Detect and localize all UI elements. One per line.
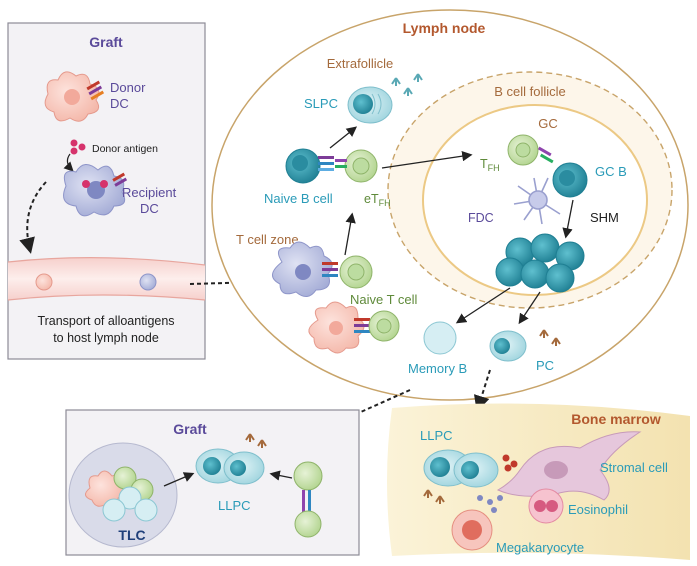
graft-antibody-icon [245,433,267,448]
gc-b-cell [552,162,588,198]
bm-llpc-label: LLPC [420,428,453,443]
pc-label: PC [536,358,554,373]
donor-antigen-label: Donor antigen [92,143,158,155]
b-to-slpc-arrow [329,126,358,149]
antigen-arrow [63,153,74,172]
recipient-dc-cell [63,164,128,217]
cluster-to-pc-arrow [518,291,541,325]
migration-arrow [19,181,47,254]
naive-b-label: Naive B cell [264,191,333,206]
t-cell-zone-label: T cell zone [236,232,299,247]
donor-dc-cell [44,71,105,122]
dc-in-lymph-node [272,241,338,297]
proliferating-b-cell-cluster [495,233,585,293]
donor-antigen-icon [70,139,86,155]
megakaryocyte-label: Megakaryocyte [496,540,584,555]
graft-t-cell [293,461,323,538]
etfh-main: eT [364,192,379,206]
stromal-cell [496,431,642,501]
graft-llpc-label: LLPC [218,498,251,513]
tzone-to-etfh-arrow [344,212,356,256]
stromal-label: Stromal cell [600,460,668,475]
pink-dc-in-lymph-node [308,301,370,354]
tlc-label: TLC [118,527,145,543]
tfh-main: T [480,157,488,171]
bm-llpc-cells [423,449,499,488]
follicle-title: B cell follicle [494,84,566,99]
t-to-llpc-arrow [269,470,293,481]
graft-bottom-title: Graft [173,421,207,437]
tfh-label: TFH [480,157,500,173]
eosinophil-cell [528,488,564,524]
etfh-sub: FH [379,198,391,208]
bone-marrow-title: Bone marrow [571,411,661,427]
fdc-cell [513,177,561,225]
transport-to-node-arrow [189,274,266,291]
pc-antibody-icon [539,329,561,346]
naive-t-cell-1 [339,255,373,289]
naive-t-label: Naive T cell [350,292,418,307]
naive-b-cell [285,148,334,184]
naive-t-cell-2 [368,310,400,342]
antibody-icon [391,73,423,96]
megakaryocyte-cell [451,509,493,551]
pc-cell [489,330,527,362]
donor-dc-label-1: Donor [110,80,146,95]
bone-marrow: Bone marrow LLPC Stromal cell [387,403,690,560]
transport-label-2: to host lymph node [53,331,159,345]
transport-label-1: Transport of alloantigens [37,314,174,328]
llpc-to-tlc-arrow [163,472,195,487]
graft-llpc-cells [195,448,265,485]
graft-panel: Graft Donor DC Donor antigen Reci [7,22,206,360]
tlc-structure [68,442,178,548]
etfh-label: eTFH [364,192,391,208]
lymph-node: Lymph node B cell follicle GC Extrafolli… [211,9,689,401]
donor-dc-label-2: DC [110,96,129,111]
recipient-dc-label-1: Recipient [122,185,177,200]
shm-label: SHM [590,210,619,225]
gc-label: GC [538,116,558,131]
eosinophil-label: Eosinophil [568,502,628,517]
graft-bottom-panel: Graft TLC LLPC [65,409,360,556]
extrafollicle-label: Extrafollicle [327,56,393,71]
recipient-dc-label-2: DC [140,201,159,216]
gc-b-label: GC B [595,164,627,179]
bm-antibody-icon [423,489,445,504]
lymph-node-title: Lymph node [403,20,486,36]
slpc-label: SLPC [304,96,338,111]
cytokine-dots [477,454,518,513]
memory-b-label: Memory B [408,361,467,376]
tfh-sub: FH [488,163,500,173]
cluster-to-memory-arrow [455,287,511,324]
gcb-to-cluster-arrow [562,199,574,239]
lymphatic-vessel [7,257,206,301]
slpc-cell [347,86,393,124]
memory-b-cell [423,321,457,355]
tfh-cell [507,134,554,166]
fdc-label: FDC [468,211,494,225]
etfh-to-tfh-arrow [381,150,473,169]
graft-panel-title: Graft [89,34,123,50]
etfh-cell [335,149,378,183]
